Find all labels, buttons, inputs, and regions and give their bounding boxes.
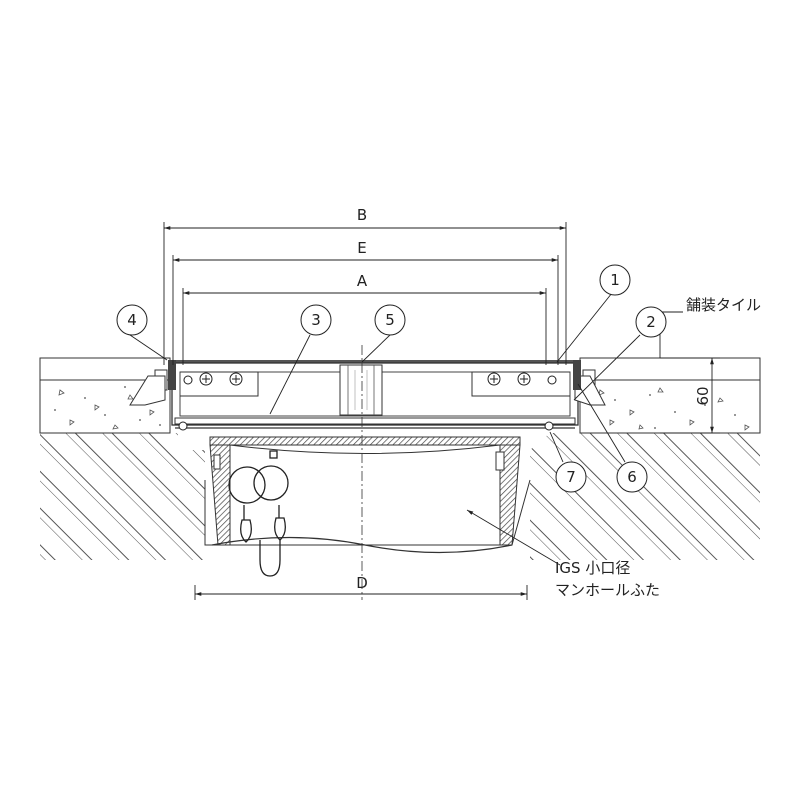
svg-text:2: 2 <box>646 313 656 331</box>
callout-6: 6 <box>616 461 648 493</box>
callout-7: 7 <box>555 461 587 493</box>
dimension-labels: B E A D 60 <box>356 206 712 592</box>
callout-5: 5 <box>374 304 406 336</box>
left-screws <box>183 372 243 386</box>
lift-chain <box>228 450 289 577</box>
cover-label-line2: マンホールふた <box>555 581 660 599</box>
dimension-lines <box>163 222 720 600</box>
svg-text:6: 6 <box>627 468 637 486</box>
callout-2: 2 <box>635 306 667 338</box>
svg-text:4: 4 <box>127 311 137 329</box>
callout-3: 3 <box>300 304 332 336</box>
paving-tile-label: 舗装タイル <box>686 296 761 314</box>
callout-leaders <box>129 292 683 566</box>
manhole-cover <box>204 436 531 554</box>
svg-text:7: 7 <box>566 468 576 486</box>
svg-text:3: 3 <box>311 311 321 329</box>
dim-height-label: 60 <box>694 386 712 405</box>
cover-label-line1: IGS 小口径 <box>555 559 630 577</box>
dim-d-label: D <box>356 574 368 592</box>
ground-hatch <box>40 433 760 600</box>
center-lift-handle <box>339 364 383 416</box>
svg-text:1: 1 <box>610 271 620 289</box>
frame-body <box>129 360 606 431</box>
dim-e-label: E <box>357 239 366 257</box>
svg-text:5: 5 <box>385 311 395 329</box>
callout-4: 4 <box>116 304 148 336</box>
callout-1: 1 <box>599 264 631 296</box>
dim-b-label: B <box>357 206 367 224</box>
dim-a-label: A <box>357 272 368 290</box>
right-screws <box>487 372 557 386</box>
